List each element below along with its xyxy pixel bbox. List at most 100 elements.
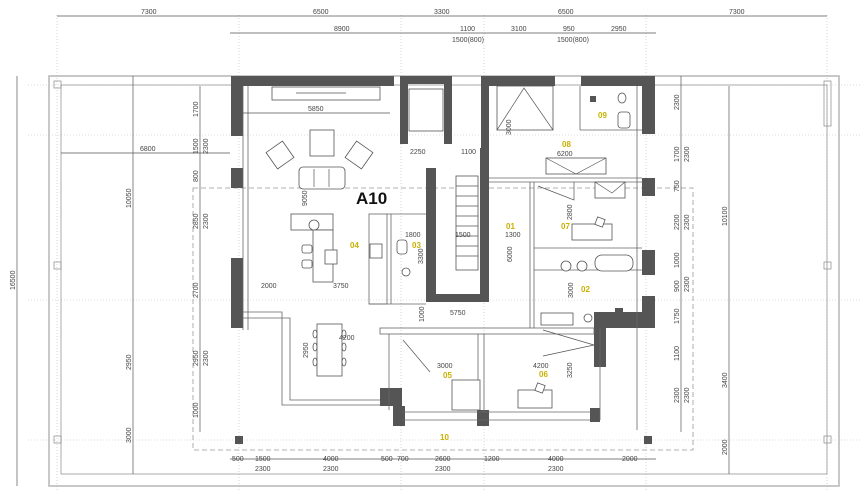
dim-text: 2950 <box>193 350 200 366</box>
desk <box>571 223 613 241</box>
dim-text: 3000 <box>437 363 453 370</box>
dim-text: 8900 <box>334 26 350 33</box>
top-dimensions: 7300 6500 3300 6500 7300 8900 1100 3100 … <box>141 9 745 44</box>
coffee-table <box>309 129 335 157</box>
tv-unit <box>271 86 381 101</box>
dim-text: 1200 <box>484 456 500 463</box>
dim-text: 1300 <box>505 232 521 239</box>
dim-text: 2000 <box>622 456 638 463</box>
dim-text: 4000 <box>548 456 564 463</box>
dim-text: 2300 <box>203 213 210 229</box>
dim-text: 1500 <box>455 232 471 239</box>
room-label-01: 01 <box>506 222 515 231</box>
staircase <box>455 175 479 271</box>
stool <box>301 244 313 254</box>
dim-text: 3000 <box>568 282 575 298</box>
sink <box>540 312 574 326</box>
furniture <box>265 85 634 411</box>
dim-text: 2250 <box>410 149 426 156</box>
dim-text: 6500 <box>313 9 329 16</box>
dim-text: 3100 <box>511 26 527 33</box>
dim-text: 2600 <box>435 456 451 463</box>
room-label-05: 05 <box>443 371 452 380</box>
dim-text: 6500 <box>558 9 574 16</box>
dim-text: 900 <box>674 280 681 292</box>
desk <box>451 379 481 411</box>
dim-text: 1100 <box>460 26 475 33</box>
dim-text: 10050 <box>126 188 133 208</box>
elevator <box>408 88 444 132</box>
armchair-right <box>344 140 374 170</box>
dim-text: 2300 <box>684 146 691 162</box>
dim-text: 7300 <box>729 9 745 16</box>
dim-text: 1100 <box>674 346 681 361</box>
dim-text: 2300 <box>674 387 681 403</box>
bottom-dimensions: 500 1500 4000 500 700 2600 1200 4000 200… <box>232 456 638 473</box>
dim-text: 3300 <box>434 9 450 16</box>
room-label-10: 10 <box>440 433 449 442</box>
sofa <box>298 166 346 190</box>
dim-text: 5750 <box>450 310 466 317</box>
dim-text: 2300 <box>435 466 451 473</box>
dim-text: 2950 <box>303 342 310 358</box>
right-dimensions: 2300 1700 750 2200 1000 900 1750 1100 23… <box>674 94 729 455</box>
dim-text: 800 <box>193 170 200 182</box>
dim-text: 1500(800) <box>557 37 589 44</box>
dim-text: 2300 <box>203 350 210 366</box>
dim-text: 3000 <box>126 427 133 443</box>
dim-text: 1500 <box>193 138 200 154</box>
interior-walls <box>242 86 642 430</box>
dim-text: 1000 <box>419 306 426 322</box>
dim-text: 2300 <box>548 466 564 473</box>
washer <box>560 260 572 272</box>
dryer <box>576 260 588 272</box>
dim-text: 16500 <box>10 270 17 290</box>
room-label-09: 09 <box>598 111 607 120</box>
dim-text: 1100 <box>461 149 476 156</box>
sink <box>396 239 408 255</box>
room-label-08: 08 <box>562 140 571 149</box>
dim-text: 4200 <box>533 363 549 370</box>
shower-drain <box>615 308 623 316</box>
dim-text: 2950 <box>126 354 133 370</box>
dim-text: 3000 <box>506 119 513 135</box>
bathtub <box>594 254 634 272</box>
room-label-06: 06 <box>539 370 548 379</box>
dim-text: 6000 <box>507 246 514 262</box>
dim-text: 7300 <box>141 9 157 16</box>
dim-text: 3400 <box>722 372 729 388</box>
dim-text: 2300 <box>674 94 681 110</box>
dim-text: 3250 <box>567 362 574 378</box>
dim-text: 2800 <box>567 204 574 220</box>
dim-text: 2700 <box>193 282 200 298</box>
dim-text: 4200 <box>339 335 355 342</box>
dining-table <box>316 323 343 377</box>
cooktop <box>324 249 338 265</box>
plan-title: A10 <box>356 189 387 208</box>
dim-text: 950 <box>563 26 575 33</box>
dim-text: 1750 <box>674 308 681 324</box>
dim-text: 750 <box>674 180 681 192</box>
dim-text: 1000 <box>193 402 200 418</box>
dimension-lines <box>16 15 827 486</box>
shower-drain <box>590 96 596 102</box>
dim-text: 2300 <box>684 276 691 292</box>
dim-text: 2000 <box>722 439 729 455</box>
interior-dimensions: 5850 6800 2250 1100 9050 2000 3750 1800 … <box>140 106 575 378</box>
dim-text: 700 <box>397 456 409 463</box>
toilet <box>401 267 411 277</box>
sink <box>617 111 631 129</box>
room-label-03: 03 <box>412 241 421 250</box>
dim-text: 1500 <box>255 456 271 463</box>
toilet <box>583 313 593 323</box>
dim-text: 2200 <box>674 214 681 230</box>
toilet <box>617 92 627 104</box>
dim-text: 4000 <box>323 456 339 463</box>
dim-text: 2950 <box>611 26 627 33</box>
dim-text: 2300 <box>323 466 339 473</box>
desk <box>517 389 553 409</box>
walls <box>231 76 655 444</box>
dim-text: 500 <box>232 456 244 463</box>
chair <box>534 382 546 394</box>
